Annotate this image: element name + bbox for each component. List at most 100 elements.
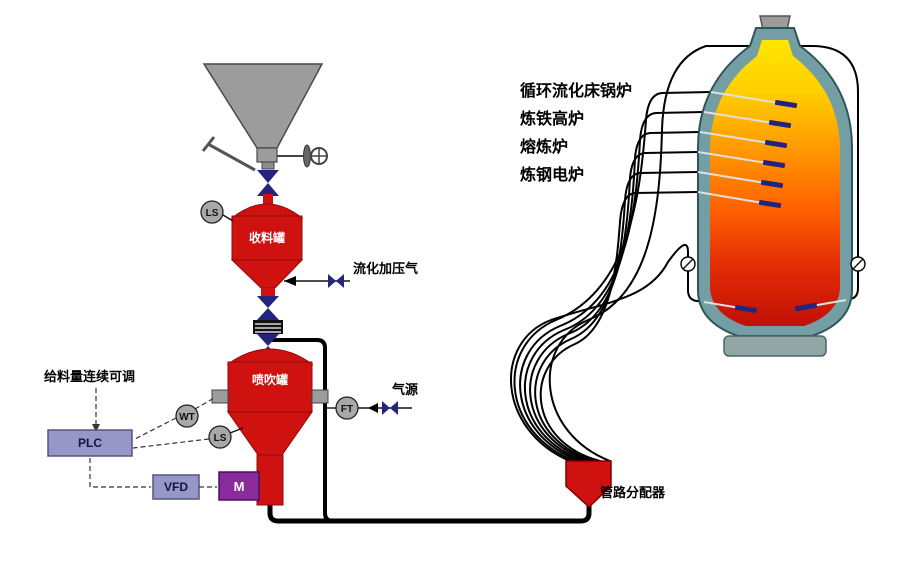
valve-cone [328, 274, 336, 288]
conveying-pipe [510, 243, 705, 462]
valve-cone [382, 401, 390, 415]
conveying-pipe [519, 111, 705, 462]
instruments: LS WT LS FT [175, 200, 359, 449]
injection-lances [697, 91, 847, 309]
lance-tips [734, 99, 818, 314]
lance-tip [768, 119, 792, 129]
load-cell-right [311, 389, 329, 404]
gas-source-line: 气源 [327, 382, 418, 415]
fluidizing-gas-line: 流化加压气 [284, 261, 418, 288]
valve-cone [257, 334, 279, 346]
level-switch-bottom-label: LS [214, 433, 227, 444]
gas-source-label: 气源 [392, 382, 418, 397]
inlet-valve [257, 161, 279, 196]
valve-cone [390, 401, 398, 415]
conveying-pipe [539, 191, 699, 462]
load-cell-left [211, 389, 229, 404]
weight-transmitter-label: WT [179, 412, 195, 423]
signal-line [89, 458, 151, 488]
level-switch-top-label: LS [206, 208, 219, 219]
arrow-down-icon [92, 424, 100, 432]
plc-box [47, 429, 133, 457]
level-switch-bottom [208, 425, 232, 449]
hopper-funnel [202, 63, 324, 149]
tank-cone [227, 411, 313, 456]
coupling-tick [682, 258, 694, 270]
weight-transmitter [175, 404, 199, 428]
vfd-label: VFD [164, 480, 188, 494]
lance-tip [734, 304, 758, 314]
tank-stem [263, 194, 273, 208]
application-item: 循环流化床锅炉 [520, 81, 632, 100]
flow-transmitter [335, 396, 359, 420]
lance-tip [760, 179, 784, 189]
main-conveying-pipe [267, 500, 592, 524]
application-list: 循环流化床锅炉 炼铁高炉 熔炼炉 炼钢电炉 [520, 81, 632, 184]
level-switch-top [200, 200, 224, 224]
fluidizing-gas-label: 流化加压气 [353, 261, 418, 276]
lance-line [697, 151, 768, 164]
flow-transmitter-label: FT [341, 404, 353, 415]
coupling-tick [852, 258, 864, 270]
application-item: 炼铁高炉 [520, 109, 584, 128]
vfd-box [152, 474, 200, 500]
vent-flange [201, 136, 216, 152]
conveying-pipe [529, 151, 699, 462]
valve-cap [261, 161, 275, 170]
conveying-pipe [548, 45, 859, 462]
lance-line [703, 301, 741, 309]
flow-arrow-icon [368, 403, 378, 413]
lance-tip [762, 159, 786, 169]
lance-line [811, 299, 847, 307]
lance-line [697, 171, 766, 184]
injection-tank-label: 喷吹罐 [252, 372, 288, 387]
injection-tank: 喷吹罐 [226, 348, 314, 506]
distributor-label: 管路分配器 [600, 485, 666, 500]
motor-body [218, 471, 260, 501]
pipe-bundle [510, 45, 859, 462]
signal-line [132, 417, 177, 441]
valve-cone [257, 296, 279, 308]
distributor-body [565, 460, 612, 509]
control-system: 给料量连续可调 PLC VFD [44, 369, 217, 500]
vent-pipe [207, 142, 256, 172]
lance-tip [764, 139, 788, 149]
conveying-pipe [523, 131, 701, 462]
tank-shell [227, 361, 313, 413]
lance-tip [774, 99, 798, 109]
valve-cone [257, 170, 279, 183]
leader-line [222, 214, 234, 222]
lance-line [699, 131, 770, 144]
tank-shell [231, 215, 303, 261]
lance-line [703, 111, 774, 124]
hopper-neck [256, 147, 278, 163]
signal-line [194, 397, 215, 410]
furnace-hearth [723, 335, 827, 357]
plc-label: PLC [78, 436, 102, 450]
lance-line [710, 91, 780, 104]
leader-line [229, 427, 244, 434]
lance-line [697, 191, 764, 204]
signal-line [132, 438, 210, 449]
feed-adjust-note: 给料量连续可调 [44, 369, 135, 384]
rotary-feeder-body [256, 454, 284, 506]
butterfly-valve-body [303, 144, 311, 168]
valve-cone [336, 274, 344, 288]
receiving-tank: 收料罐 [230, 194, 304, 296]
motor-label: M [234, 479, 245, 494]
lance-tip [794, 302, 818, 312]
lance-tip [758, 199, 782, 209]
feeder-motor: M [218, 471, 260, 501]
receiving-tank-label: 收料罐 [249, 230, 285, 245]
pipe-distributor: 管路分配器 [565, 460, 666, 509]
conveying-pipe [513, 91, 712, 462]
flow-arrow-icon [284, 276, 296, 286]
tank-nozzle [261, 288, 275, 296]
pipe-couplings [680, 256, 866, 272]
feed-hopper [201, 63, 328, 172]
application-item: 炼钢电炉 [520, 165, 584, 184]
valve-cone [257, 183, 279, 196]
valve-cone [257, 308, 279, 320]
